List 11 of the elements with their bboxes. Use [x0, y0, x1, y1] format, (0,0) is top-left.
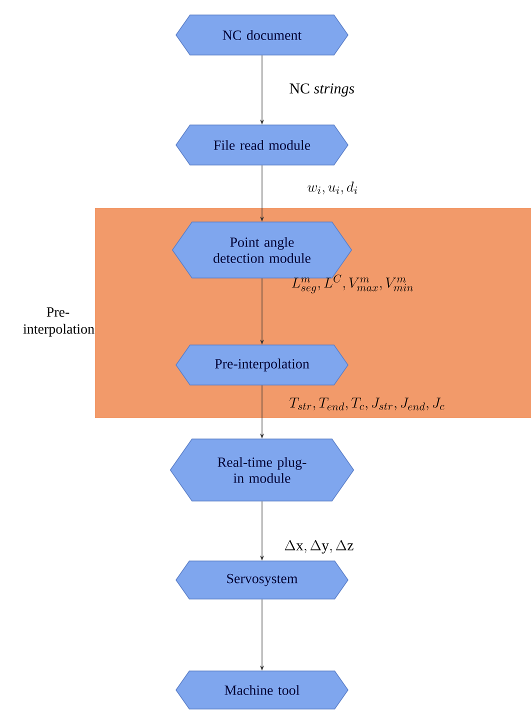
- process-hexagon: NC document: [176, 14, 348, 56]
- edge-label: $\Delta \mathrm{x}, \Delta \mathrm{y}, \Delta \mathrm{z}$: [284, 540, 354, 554]
- edge-label: NC strings: [290, 83, 354, 97]
- group-label: Pre-interpolation: [23, 307, 94, 337]
- process-hexagon: Servosystem: [176, 560, 348, 600]
- process-hexagon: Real-time plug-in module: [170, 438, 354, 502]
- edge-label: $w_i, u_i, d_i$: [308, 182, 358, 194]
- process-hexagon: Pre-interpolation: [176, 344, 348, 386]
- process-hexagon: File read module: [176, 124, 348, 166]
- process-hexagon: Machine tool: [176, 670, 348, 710]
- edge-label: $T_{str}, T_{end}, T_{c}, J_{str}, J_{end}, J_{c}$: [290, 398, 444, 410]
